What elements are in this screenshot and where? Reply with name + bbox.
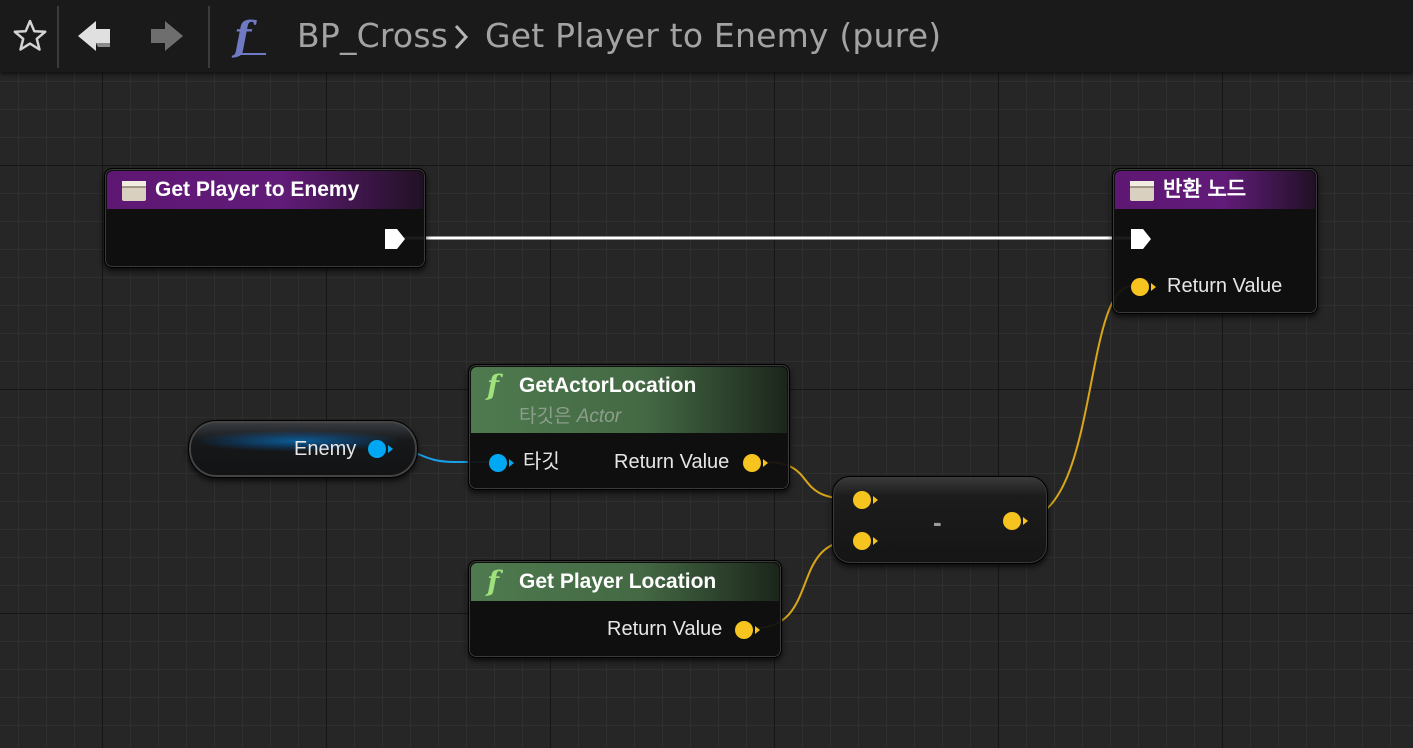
function-f-icon: f xyxy=(228,10,272,62)
breadcrumb-function[interactable]: Get Player to Enemy (pure) xyxy=(485,16,942,55)
svg-text:f: f xyxy=(231,13,257,60)
node-header: 반환 노드 xyxy=(1115,171,1315,209)
pin-label: Return Value xyxy=(614,451,730,473)
node-title: Get Player Location xyxy=(519,570,717,593)
node-header: f GetActorLocation 타깃은 Actor xyxy=(471,367,787,433)
vector-in-pin-a[interactable] xyxy=(851,488,879,512)
star-outline-icon xyxy=(13,19,47,51)
node-subtitle: 타깃은 Actor xyxy=(519,406,622,427)
vector-in-pin-b[interactable] xyxy=(851,529,879,553)
breadcrumb-blueprint[interactable]: BP_Cross xyxy=(297,16,449,55)
favorite-button[interactable] xyxy=(8,10,52,62)
get-player-location-node[interactable]: f Get Player Location Return Value xyxy=(468,560,782,658)
variable-glow xyxy=(199,431,397,451)
function-f-icon: f xyxy=(487,565,500,598)
node-title: 반환 노드 xyxy=(1163,178,1247,201)
function-f-icon: f xyxy=(487,369,500,402)
node-title: Get Player to Enemy xyxy=(155,178,360,201)
function-return-node[interactable]: 반환 노드 Return Value xyxy=(1112,168,1318,314)
exec-in-pin[interactable] xyxy=(1129,227,1153,251)
vector-in-pin[interactable] xyxy=(1129,275,1157,299)
vector-out-pin[interactable] xyxy=(733,618,761,642)
pin-label: Return Value xyxy=(1167,275,1283,297)
node-header: f Get Player Location xyxy=(471,563,779,601)
chevron-right-icon xyxy=(454,24,469,50)
arrow-right-icon xyxy=(151,21,183,51)
object-out-pin[interactable] xyxy=(366,437,394,461)
toolbar-separator xyxy=(57,6,59,68)
function-entry-node[interactable]: Get Player to Enemy xyxy=(104,168,426,268)
graph-toolbar: f BP_Cross Get Player to Enemy (pure) xyxy=(0,0,1413,72)
back-button[interactable] xyxy=(72,10,116,62)
node-header: Get Player to Enemy xyxy=(107,171,423,209)
forward-button[interactable] xyxy=(145,10,189,62)
toolbar-separator xyxy=(208,6,210,68)
get-actor-location-node[interactable]: f GetActorLocation 타깃은 Actor 타깃 Return V… xyxy=(468,364,790,490)
exec-out-pin[interactable] xyxy=(383,227,407,251)
operator-label: - xyxy=(933,507,942,537)
object-in-pin[interactable] xyxy=(487,451,515,475)
variable-label: Enemy xyxy=(294,438,357,460)
function-entry-icon xyxy=(122,181,146,201)
vector-subtract-node[interactable]: - xyxy=(832,476,1048,564)
vector-out-pin[interactable] xyxy=(1001,509,1029,533)
node-title: GetActorLocation xyxy=(519,374,697,397)
arrow-left-icon xyxy=(78,21,110,51)
vector-out-pin[interactable] xyxy=(741,451,769,475)
function-return-icon xyxy=(1130,181,1154,201)
pin-label: Return Value xyxy=(607,618,723,640)
pin-label: 타깃 xyxy=(523,451,560,473)
